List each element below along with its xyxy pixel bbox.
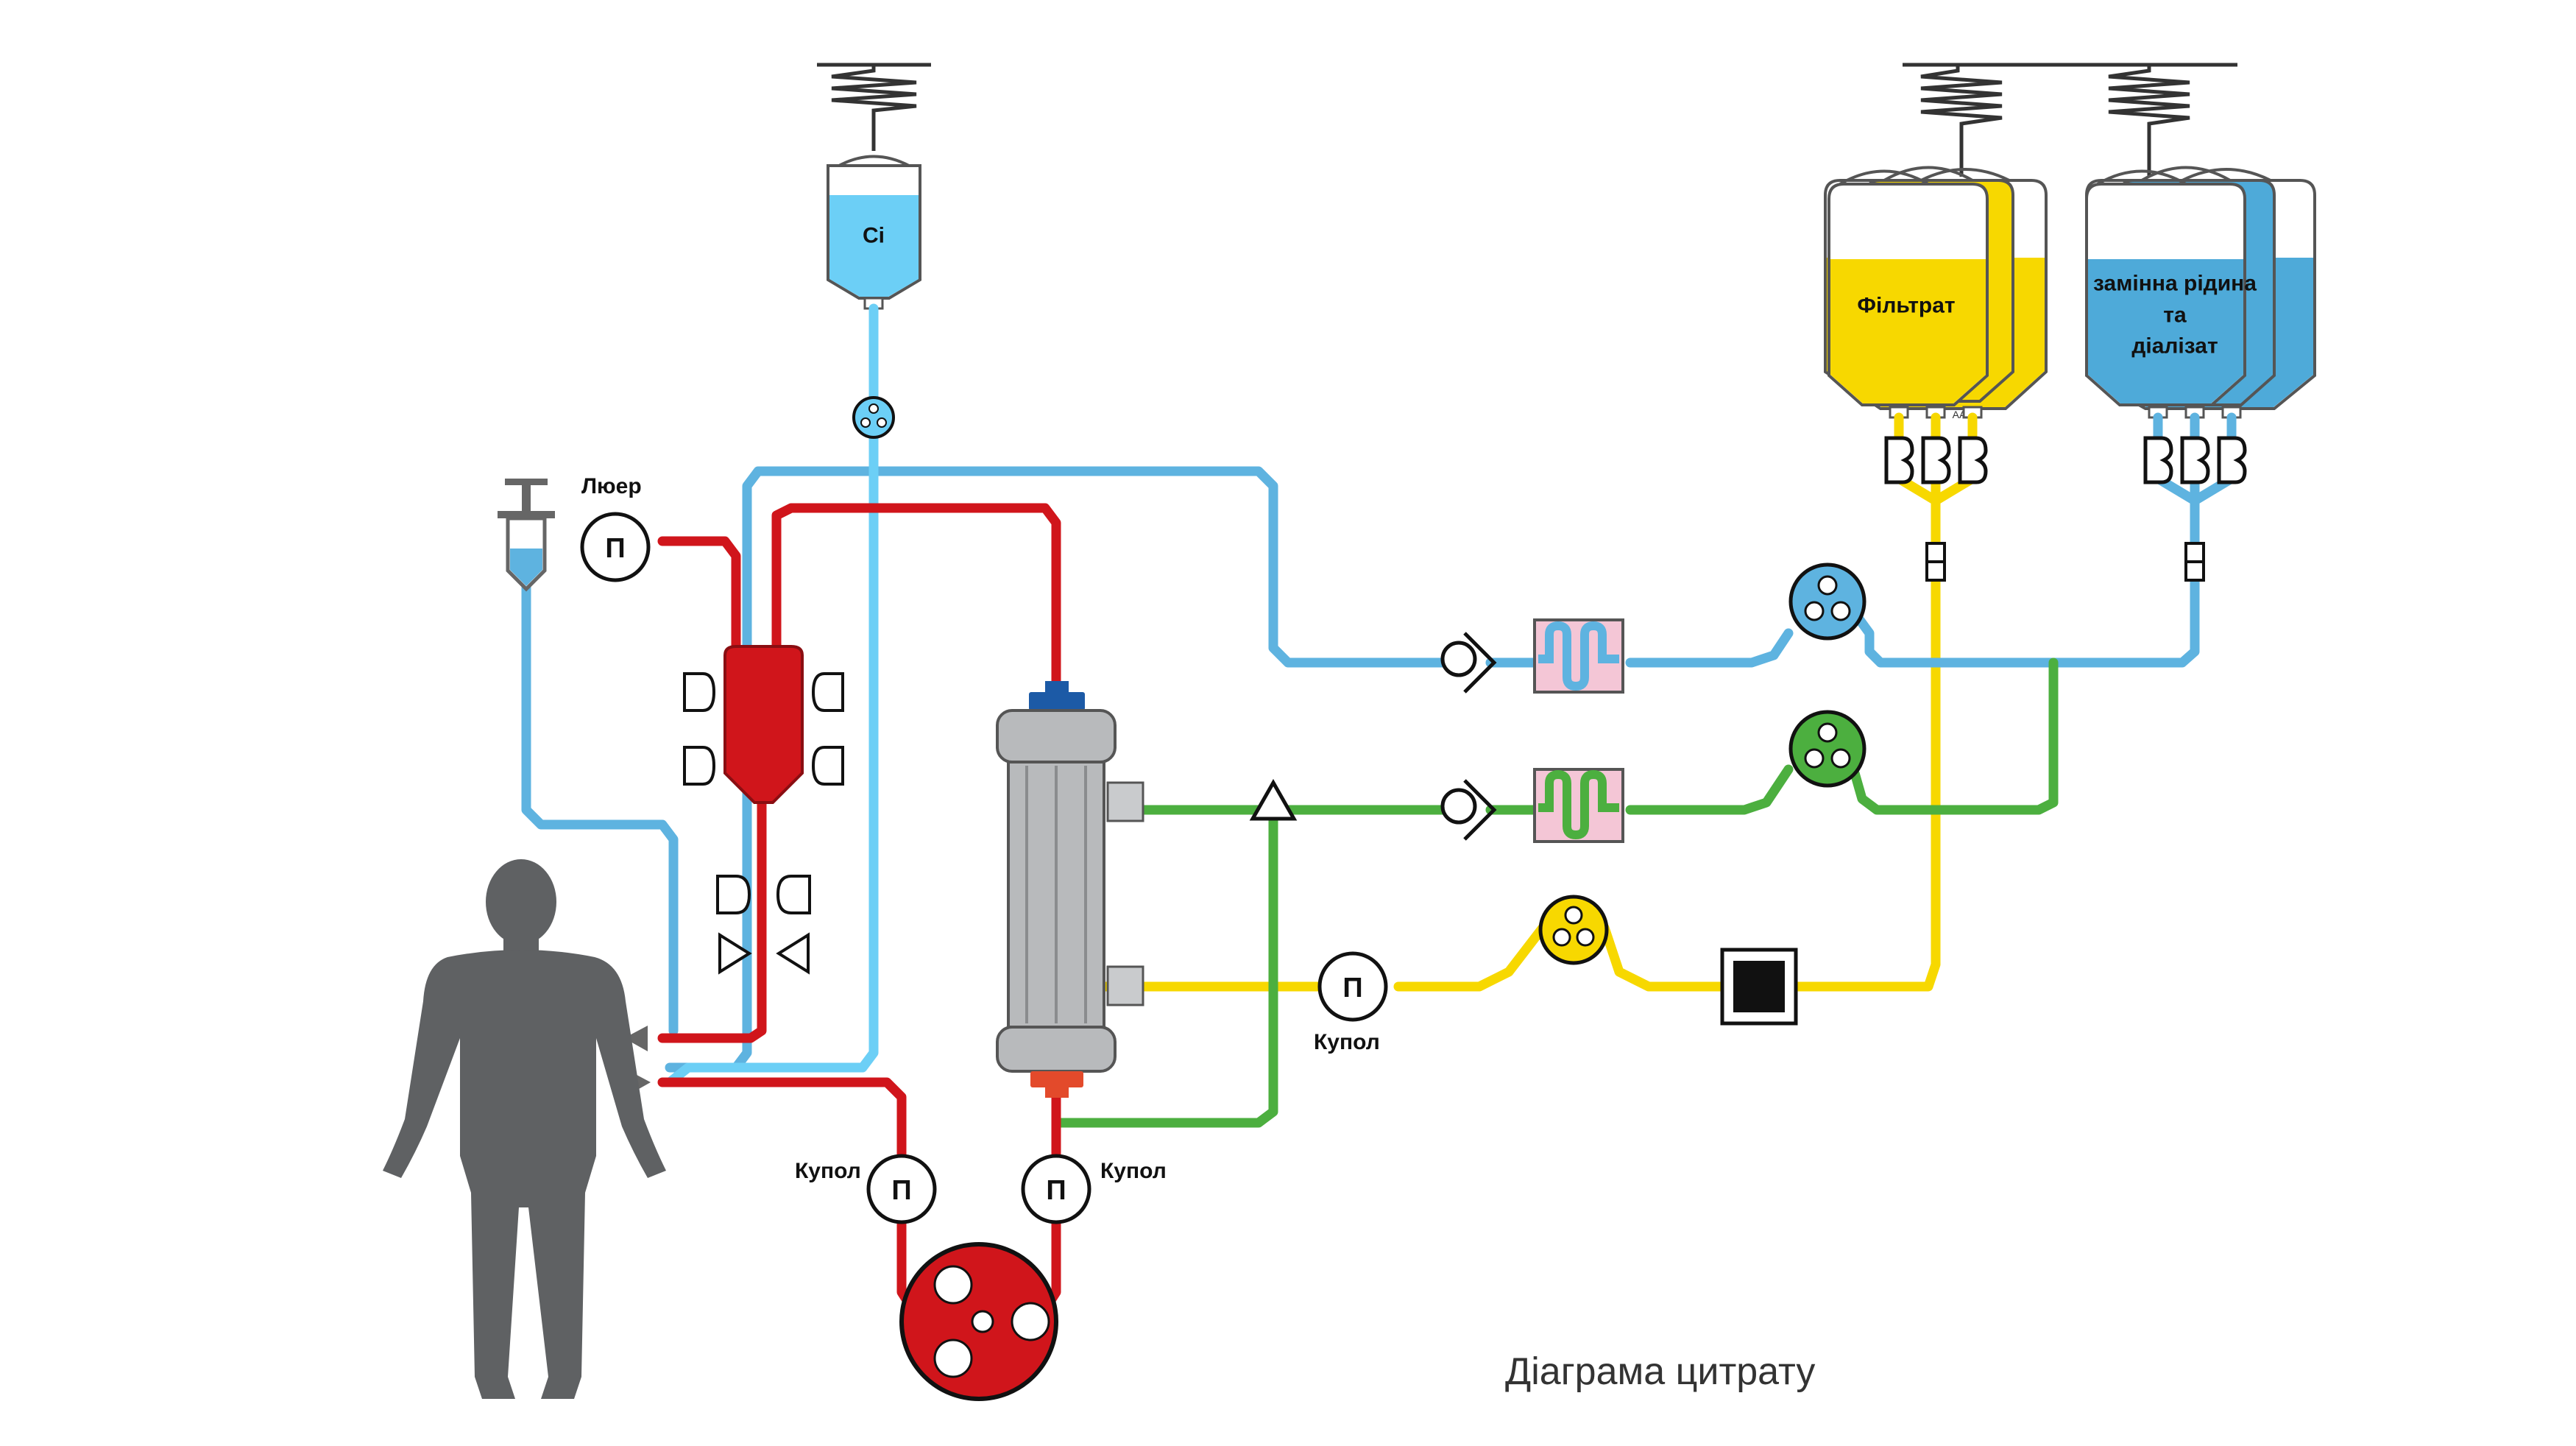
filtrate-bag-front: [1827, 183, 1989, 406]
bag-rack-hanger: [1903, 63, 2237, 177]
access-pressure-symbol: П: [891, 1175, 911, 1206]
syringe: [498, 479, 555, 592]
luer-pressure-symbol: П: [605, 533, 625, 564]
replacement-check-valve: [1440, 632, 1497, 694]
citrate-line: [665, 303, 879, 1087]
replacement-label-line1: замінна рідина: [2093, 272, 2257, 296]
dome-right-label: Купол: [1100, 1159, 1167, 1183]
filtrate-bags: Фільтрат AA: [1824, 166, 2048, 420]
deaeration-chamber: [683, 645, 844, 804]
replacement-label-line3: діалізат: [2131, 334, 2218, 359]
replacement-line: [665, 412, 2237, 1073]
blood-pump[interactable]: [899, 1242, 1058, 1401]
diagram-caption: Діаграма цитрату: [1505, 1350, 1815, 1393]
dome-left-label: Купол: [795, 1159, 861, 1183]
replacement-bag-clips: [2143, 436, 2247, 484]
replacement-pump[interactable]: [1788, 562, 1866, 641]
dialysate-line: [1055, 657, 2059, 1128]
blood-line: [657, 503, 1061, 1338]
effluent-line: [1091, 412, 1978, 992]
dialysate-pump[interactable]: [1788, 710, 1866, 788]
blood-leak-detector: [1720, 948, 1798, 1026]
ci-bag-label: Ci: [863, 224, 885, 248]
luer-label: Люер: [581, 474, 642, 498]
bag-ports: [1889, 406, 2242, 419]
filtrate-bag-label: Фільтрат: [1857, 294, 1955, 318]
dialysate-check-valve: [1440, 779, 1497, 841]
filter-pressure-symbol: П: [1046, 1175, 1066, 1206]
ci-hanger: [817, 63, 931, 151]
effluent-pressure-symbol: П: [1342, 973, 1362, 1004]
hemofilter: [996, 681, 1144, 1098]
effluent-pump[interactable]: [1538, 895, 1609, 965]
citrate-pump[interactable]: [852, 396, 895, 439]
filtrate-bag-clips: [1884, 436, 1988, 484]
dialysate-heater: [1533, 768, 1624, 843]
line-clamp-sensors: [716, 875, 811, 975]
replacement-dialysate-bags: замінна рідина та діалізат: [2085, 166, 2316, 410]
ci-bag: Ci: [827, 155, 921, 310]
dialysate-air-detector: [1249, 778, 1298, 821]
access-pressure-sensor: П: [866, 1154, 937, 1224]
replacement-label-line2: та: [2163, 303, 2187, 328]
replacement-heater: [1533, 618, 1624, 694]
filter-pressure-sensor: П: [1021, 1154, 1091, 1224]
patient-figure: [383, 859, 666, 1399]
bag-line-connectors: [1925, 542, 2205, 582]
dome-effluent-label: Купол: [1314, 1030, 1380, 1054]
luer-pressure-sensor: П: [580, 512, 651, 582]
effluent-pressure-sensor: П: [1317, 951, 1388, 1022]
syringe-line: [521, 580, 679, 1036]
